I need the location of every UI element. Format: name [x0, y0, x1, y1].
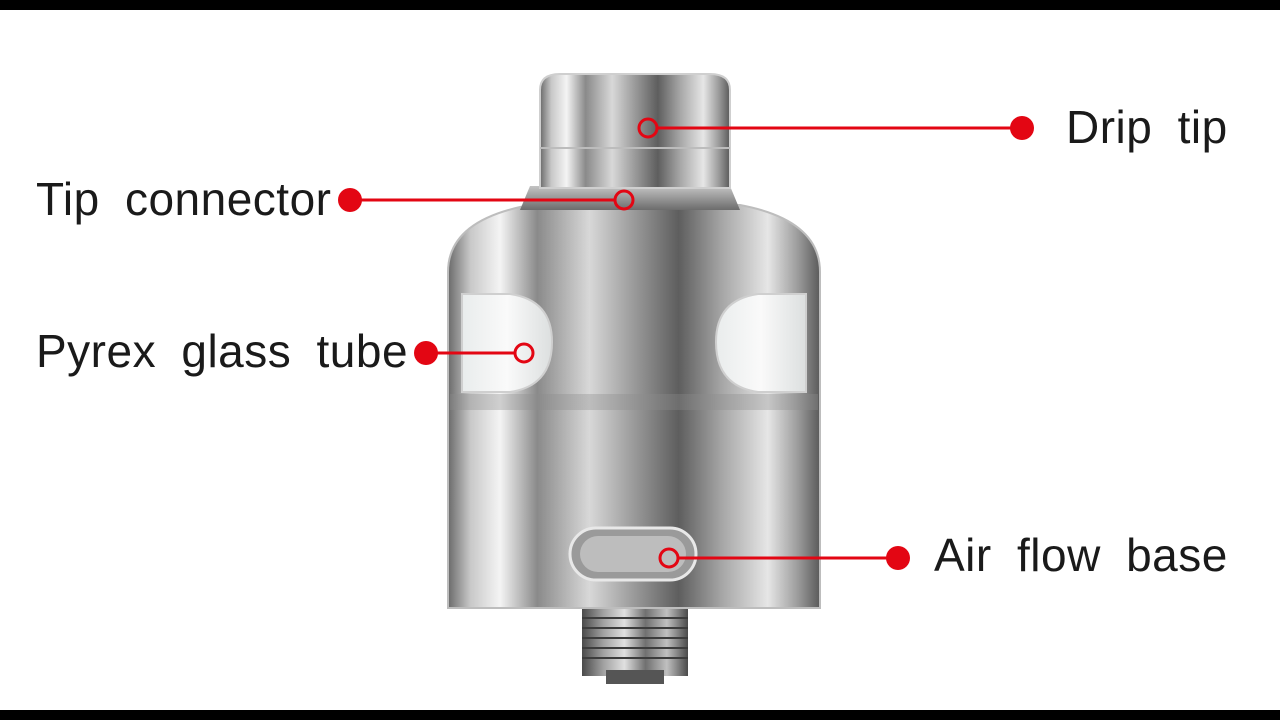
callout-ring-air-flow-base	[658, 547, 680, 569]
drip-tip-part	[539, 73, 731, 189]
glass-windows	[461, 293, 807, 393]
connector-pin	[582, 606, 688, 684]
label-pyrex-glass-tube: Pyrex glass tube	[36, 325, 409, 377]
callout-ring-tip-connector	[613, 189, 635, 211]
label-tip-connector: Tip connector	[36, 173, 332, 225]
label-drip-tip: Drip tip	[1066, 101, 1228, 153]
label-air-flow-base: Air flow base	[934, 529, 1228, 581]
callout-dot-pyrex-glass-tube	[414, 341, 438, 365]
tank-body	[447, 204, 821, 609]
callout-dot-drip-tip	[1010, 116, 1034, 140]
callout-dot-air-flow-base	[886, 546, 910, 570]
callout-dot-tip-connector	[338, 188, 362, 212]
tip-connector-neck	[520, 186, 740, 210]
callout-ring-pyrex-glass-tube	[513, 342, 535, 364]
callout-ring-drip-tip	[637, 117, 659, 139]
